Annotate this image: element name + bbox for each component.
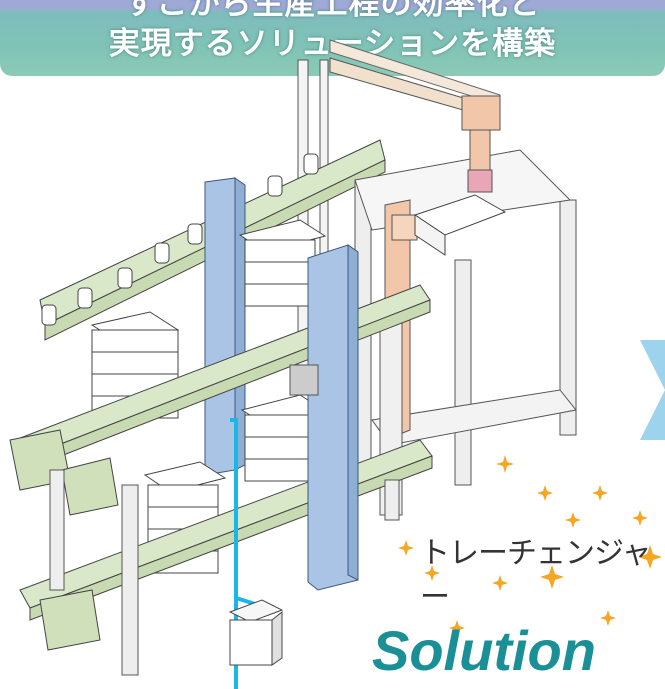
gripper-head	[461, 95, 501, 131]
control-box	[228, 599, 284, 666]
gripper-pink	[467, 169, 493, 193]
blue-column-back	[204, 177, 236, 476]
banner-headline-line1: すこから生産工程の効率化と	[124, 0, 541, 22]
cable	[230, 418, 238, 689]
tray-stack-center-bottom	[240, 394, 327, 482]
tray-changer-label: トレーチェンジャー	[420, 536, 652, 615]
front-legs	[49, 469, 400, 676]
solution-label: Solution	[372, 619, 596, 682]
arrow-shape	[640, 340, 665, 440]
banner-top-strip	[0, 0, 665, 10]
tray-stack-center-top	[238, 219, 327, 307]
right-frame	[354, 149, 577, 486]
cups-on-rail	[41, 153, 319, 326]
sparkles	[398, 455, 662, 636]
